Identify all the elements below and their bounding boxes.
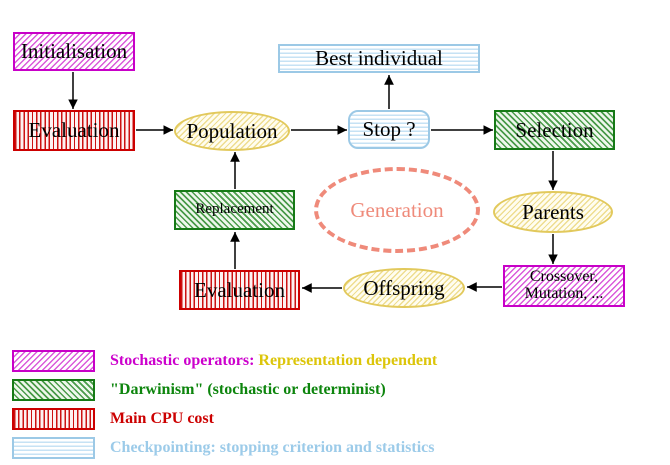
node-generation: Generation (314, 167, 480, 253)
legend-swatch-checkpointing (12, 437, 95, 459)
node-replacement: Replacement (174, 190, 295, 230)
legend-text-stochastic: Stochastic operators: (110, 352, 255, 369)
node-population: Population (174, 111, 290, 151)
node-best-individual: Best individual (278, 44, 480, 73)
legend-swatch-stochastic-operators (12, 350, 95, 372)
node-stop: Stop ? (348, 110, 430, 149)
legend-swatch-darwinism (12, 379, 95, 401)
node-initialisation: Initialisation (13, 32, 135, 71)
legend-text-representation: Representation dependent (258, 352, 438, 369)
legend-label-checkpointing: Checkpointing: stopping criterion and st… (110, 439, 435, 456)
node-evaluation-bottom: Evaluation (179, 270, 300, 310)
legend-label-stochastic-operators: Stochastic operators: Representation dep… (110, 350, 665, 372)
legend-swatch-cpu-cost (12, 408, 95, 430)
node-offspring: Offspring (343, 268, 465, 308)
node-selection: Selection (494, 110, 615, 150)
legend-label-darwinism: "Darwinism" (stochastic or determinist) (110, 381, 386, 398)
node-parents: Parents (493, 191, 613, 233)
crossover-line1: Crossover, (529, 268, 599, 286)
legend-label-cpu-cost: Main CPU cost (110, 410, 214, 427)
crossover-line2: Mutation, ... (524, 285, 604, 302)
node-evaluation-top: Evaluation (13, 110, 135, 151)
node-crossover-mutation: Crossover, Mutation, ... (503, 265, 625, 307)
